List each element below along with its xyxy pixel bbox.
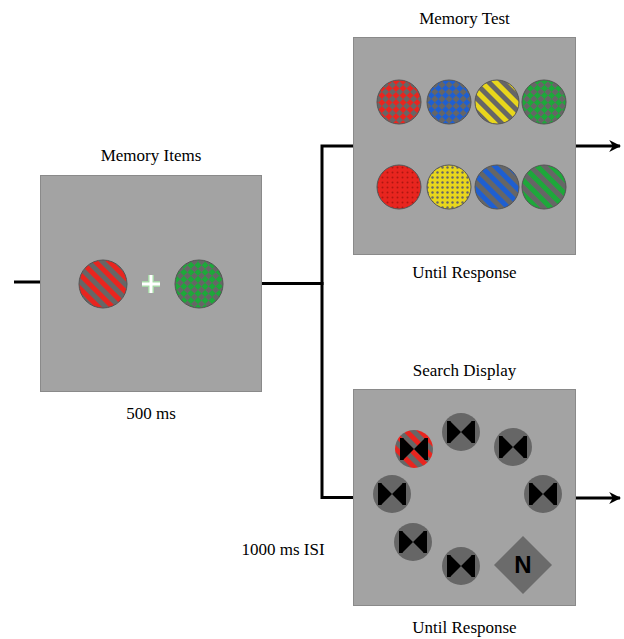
test-item [377,165,421,209]
test-item [377,80,421,124]
test-item [427,80,471,124]
test-item [522,80,566,124]
panel-title: Memory Test [314,8,615,30]
branch-connector [262,284,353,498]
panel-duration: Until Response [314,617,615,639]
test-item [522,165,566,209]
target-diamond: N [494,536,552,594]
diamond-outline [494,536,552,594]
search-display-panel: Search DisplayUntil ResponseN [353,389,576,606]
test-item [427,165,471,209]
panel-title: Search Display [314,360,615,382]
panel-duration: Until Response [314,262,615,284]
memory-item [175,260,223,308]
fixation-cross [142,275,160,293]
search-item [373,413,562,585]
test-item [475,165,519,209]
branch-connector [262,146,353,284]
output-arrow [576,145,620,148]
fixation-cross [142,275,160,293]
memory-items-panel: Memory Items500 ms [40,175,262,392]
target-letter: N [494,536,552,594]
memory-test-panel: Memory TestUntil Response [353,37,576,255]
output-arrow [576,497,620,500]
panel-duration: 500 ms [1,403,301,425]
interval-label: 1000 ms ISI [241,539,324,561]
memory-item [79,260,127,308]
panel-title: Memory Items [1,145,301,167]
input-line [14,281,40,284]
test-item [475,80,519,124]
